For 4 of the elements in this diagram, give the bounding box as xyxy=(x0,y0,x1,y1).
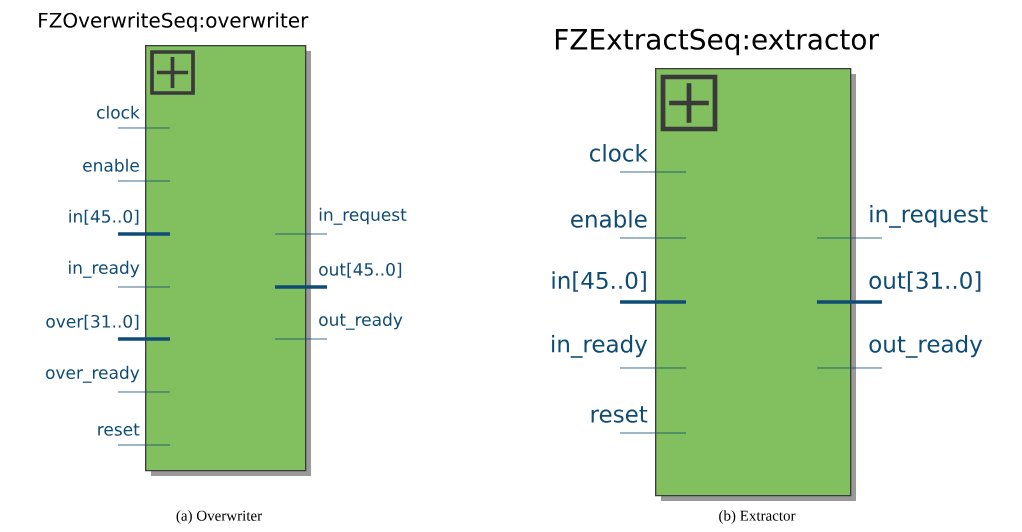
block-title: FZExtractSeq:extractor xyxy=(555,28,879,56)
block-title: FZOverwriteSeq:overwriter xyxy=(39,12,309,32)
figure-caption: (b) Extractor xyxy=(719,510,796,524)
figure-caption: (a) Overwriter xyxy=(176,510,262,524)
